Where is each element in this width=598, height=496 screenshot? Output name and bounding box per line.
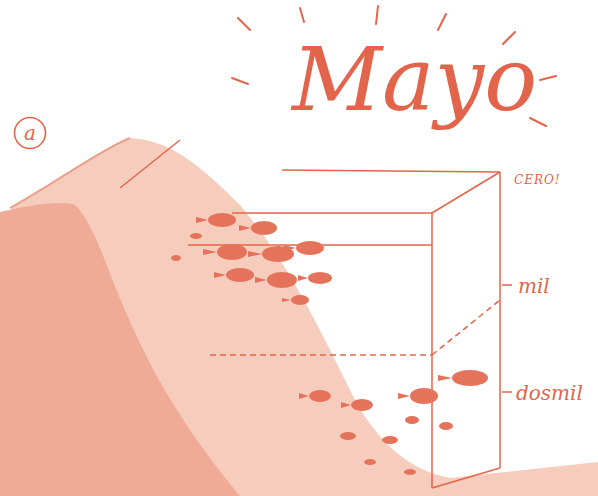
squid-group xyxy=(171,213,488,475)
depth-label: dosmil xyxy=(516,383,583,403)
node-text: a xyxy=(24,123,36,143)
depth-label: mil xyxy=(518,276,550,296)
sun-rays xyxy=(232,6,556,126)
depth-label: CERO! xyxy=(514,174,561,186)
slope-face xyxy=(0,203,240,496)
title: Mayo xyxy=(292,36,537,124)
circled-letter: a xyxy=(13,116,47,150)
water-box xyxy=(120,140,512,488)
